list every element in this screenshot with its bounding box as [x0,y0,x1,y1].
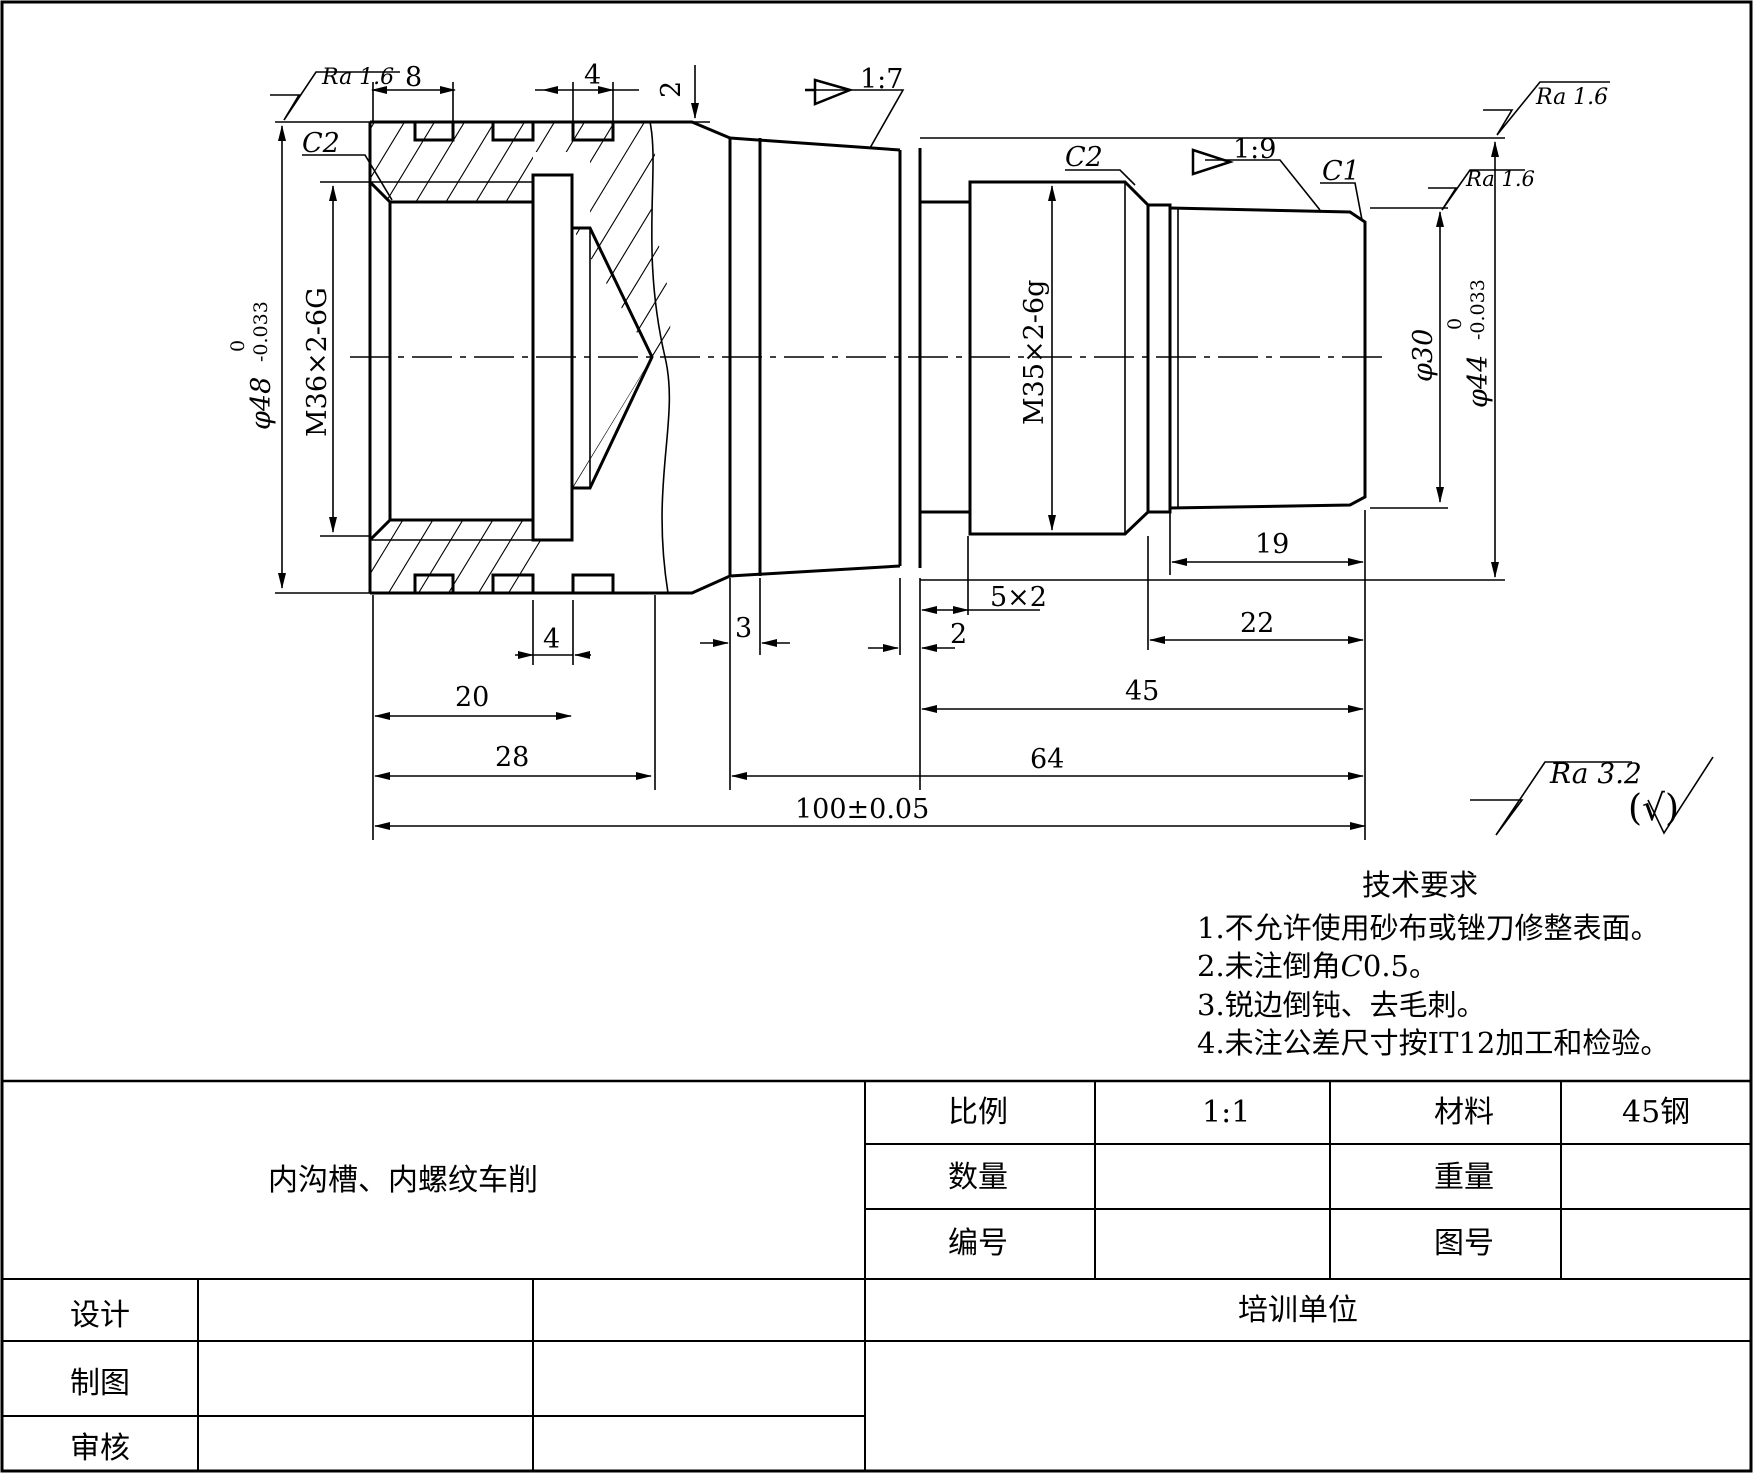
dim-4-top: 4 [584,60,601,91]
roughness-left-label: Ra 1.6 [321,65,394,90]
scale-label: 比例 [948,1095,1008,1130]
code-label: 编号 [948,1226,1008,1261]
dim-phi44-tol-upper: 0 [1444,318,1466,330]
roughness-general-label: Ra 3.2 [1549,757,1642,790]
dim-phi44: φ44 [1463,355,1494,408]
chamfer-left-label: C2 [302,128,340,159]
dim-4-bottom: 4 [543,624,560,655]
requirement-1: 1.不允许使用砂布或锉刀修整表面。 [1197,911,1660,945]
dim-20: 20 [455,682,489,713]
scale-value: 1:1 [1202,1095,1250,1130]
chamfer-right-label: C1 [1322,156,1360,187]
requirement-2: 2.未注倒角C0.5。 [1197,949,1438,983]
taper-1-9-label: 1:9 [1233,134,1276,165]
technical-requirements: 技术要求 1.不允许使用砂布或锉刀修整表面。 2.未注倒角C0.5。 3.锐边倒… [1197,868,1669,1060]
dim-m36: M36×2-6G [302,287,333,437]
part-name: 内沟槽、内螺纹车削 [268,1163,538,1198]
dim-8: 8 [405,62,422,93]
taper-1-7-label: 1:7 [860,64,903,95]
design-label: 设计 [70,1298,130,1333]
taper-symbol-1-9 [1191,148,1235,176]
roughness-right-mid-label: Ra 1.6 [1465,167,1535,191]
dim-45: 45 [1125,676,1159,707]
weight-label: 重量 [1434,1160,1494,1195]
dim-phi30: φ30 [1408,329,1439,382]
section-hatching [370,122,671,593]
chamfer-middle-label: C2 [1065,142,1103,173]
dim-22: 22 [1240,608,1274,639]
roughness-symbol-general [1470,756,1714,836]
dim-100: 100±0.05 [795,794,929,825]
dimension-lines [275,65,1505,840]
drawing-number-label: 图号 [1434,1226,1494,1261]
part-view [350,120,1385,595]
dim-28: 28 [495,742,529,773]
requirement-4: 4.未注公差尺寸按IT12加工和检验。 [1197,1026,1669,1060]
requirements-title: 技术要求 [1362,868,1478,902]
dim-19: 19 [1255,529,1289,560]
dim-phi48-tol-upper: 0 [227,340,249,352]
dimension-texts: Ra 1.6 Ra 1.6 Ra 1.6 Ra 3.2 (√) 1:7 1:9 … [227,60,1679,829]
dim-phi44-tol-lower: -0.033 [1467,279,1489,340]
review-label: 审核 [70,1431,130,1466]
dim-3: 3 [735,613,752,644]
material-label: 材料 [1434,1095,1494,1130]
roughness-symbol-left [270,71,400,121]
title-block: 内沟槽、内螺纹车削 比例 1:1 材料 45钢 数量 重量 编号 图号 设计 制… [2,1079,1751,1471]
dim-m35: M35×2-6g [1019,280,1050,425]
dim-2-depth: 2 [656,81,687,98]
dim-64: 64 [1030,744,1064,775]
requirement-3: 3.锐边倒钝、去毛刺。 [1197,988,1486,1022]
taper-symbol-1-7 [805,78,854,106]
roughness-general-note: (√) [1628,788,1679,829]
roughness-symbol-right-top [1483,81,1610,136]
organization-label: 培训单位 [1238,1293,1358,1328]
roughness-right-top-label: Ra 1.6 [1535,85,1608,110]
quantity-label: 数量 [948,1160,1008,1195]
material-value: 45钢 [1622,1095,1690,1130]
roughness-symbol-right-mid [1428,169,1525,211]
dim-2: 2 [950,619,967,650]
dim-phi48: φ48 [246,377,277,430]
dim-phi48-tol-lower: -0.033 [250,301,272,362]
draw-label: 制图 [70,1366,130,1401]
dim-5x2: 5×2 [990,582,1047,613]
